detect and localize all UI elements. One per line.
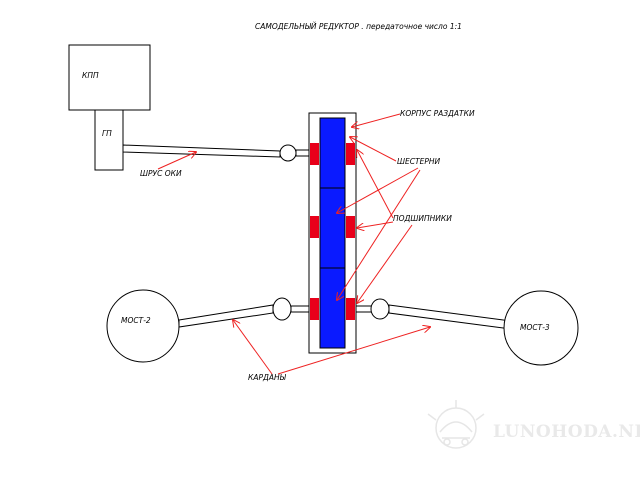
gear-bottom [319, 267, 346, 349]
arrow-korpus [352, 113, 401, 127]
u-joint-right [370, 298, 390, 320]
arrow-kardan-right [277, 327, 430, 375]
kpp-box [68, 44, 151, 111]
arrow-shrus [157, 152, 196, 170]
output-stub-right [355, 305, 373, 313]
podshipniki-label: ПОДШИПНИКИ [393, 214, 452, 223]
arrow-gear-2 [337, 167, 419, 213]
bearing-bottom-right [346, 298, 355, 320]
gp-box [94, 109, 124, 171]
diagram-title: САМОДЕЛЬНЫЙ РЕДУКТОР . передаточное числ… [255, 22, 462, 31]
arrow-bearing-1 [357, 150, 394, 219]
arrow-kardan-left [233, 320, 273, 375]
input-stub-shaft [295, 149, 310, 157]
most3-label: МОСТ-3 [520, 323, 550, 332]
lunohod-logo-icon [427, 400, 485, 449]
kpp-label: КПП [82, 71, 99, 80]
gear-top [319, 117, 346, 189]
bearing-middle-right [346, 216, 355, 238]
output-stub-left [290, 305, 310, 313]
driveshaft-left [178, 304, 274, 328]
gp-label: ГП [102, 129, 112, 138]
kardany-label: КАРДАНЫ [248, 373, 287, 382]
driveshaft-right [388, 304, 512, 330]
bearing-top-left [310, 143, 319, 165]
arrow-gear-3 [337, 169, 421, 300]
bearing-middle-left [310, 216, 319, 238]
cv-joint-shaft [122, 144, 281, 158]
korpus-label: КОРПУС РАЗДАТКИ [400, 109, 475, 118]
annotation-arrows [157, 113, 430, 375]
axle-3-circle [503, 290, 579, 366]
axle-2-circle [106, 289, 180, 363]
arrow-gear-1 [350, 137, 397, 162]
arrow-bearing-2 [357, 221, 394, 228]
watermark-text: LUNOHODA.NET [493, 422, 640, 442]
bearing-top-right [346, 143, 355, 165]
bearing-bottom-left [310, 298, 319, 320]
most2-label: МОСТ-2 [121, 316, 151, 325]
u-joint-left [272, 297, 292, 321]
arrow-bearing-3 [357, 224, 413, 303]
gear-middle [319, 187, 346, 269]
shesterni-label: ШЕСТЕРНИ [397, 157, 440, 166]
shrus-label: ШРУС ОКИ [140, 169, 182, 178]
cv-joint [279, 144, 297, 162]
watermark: LUNOHODA.NET [427, 400, 640, 449]
